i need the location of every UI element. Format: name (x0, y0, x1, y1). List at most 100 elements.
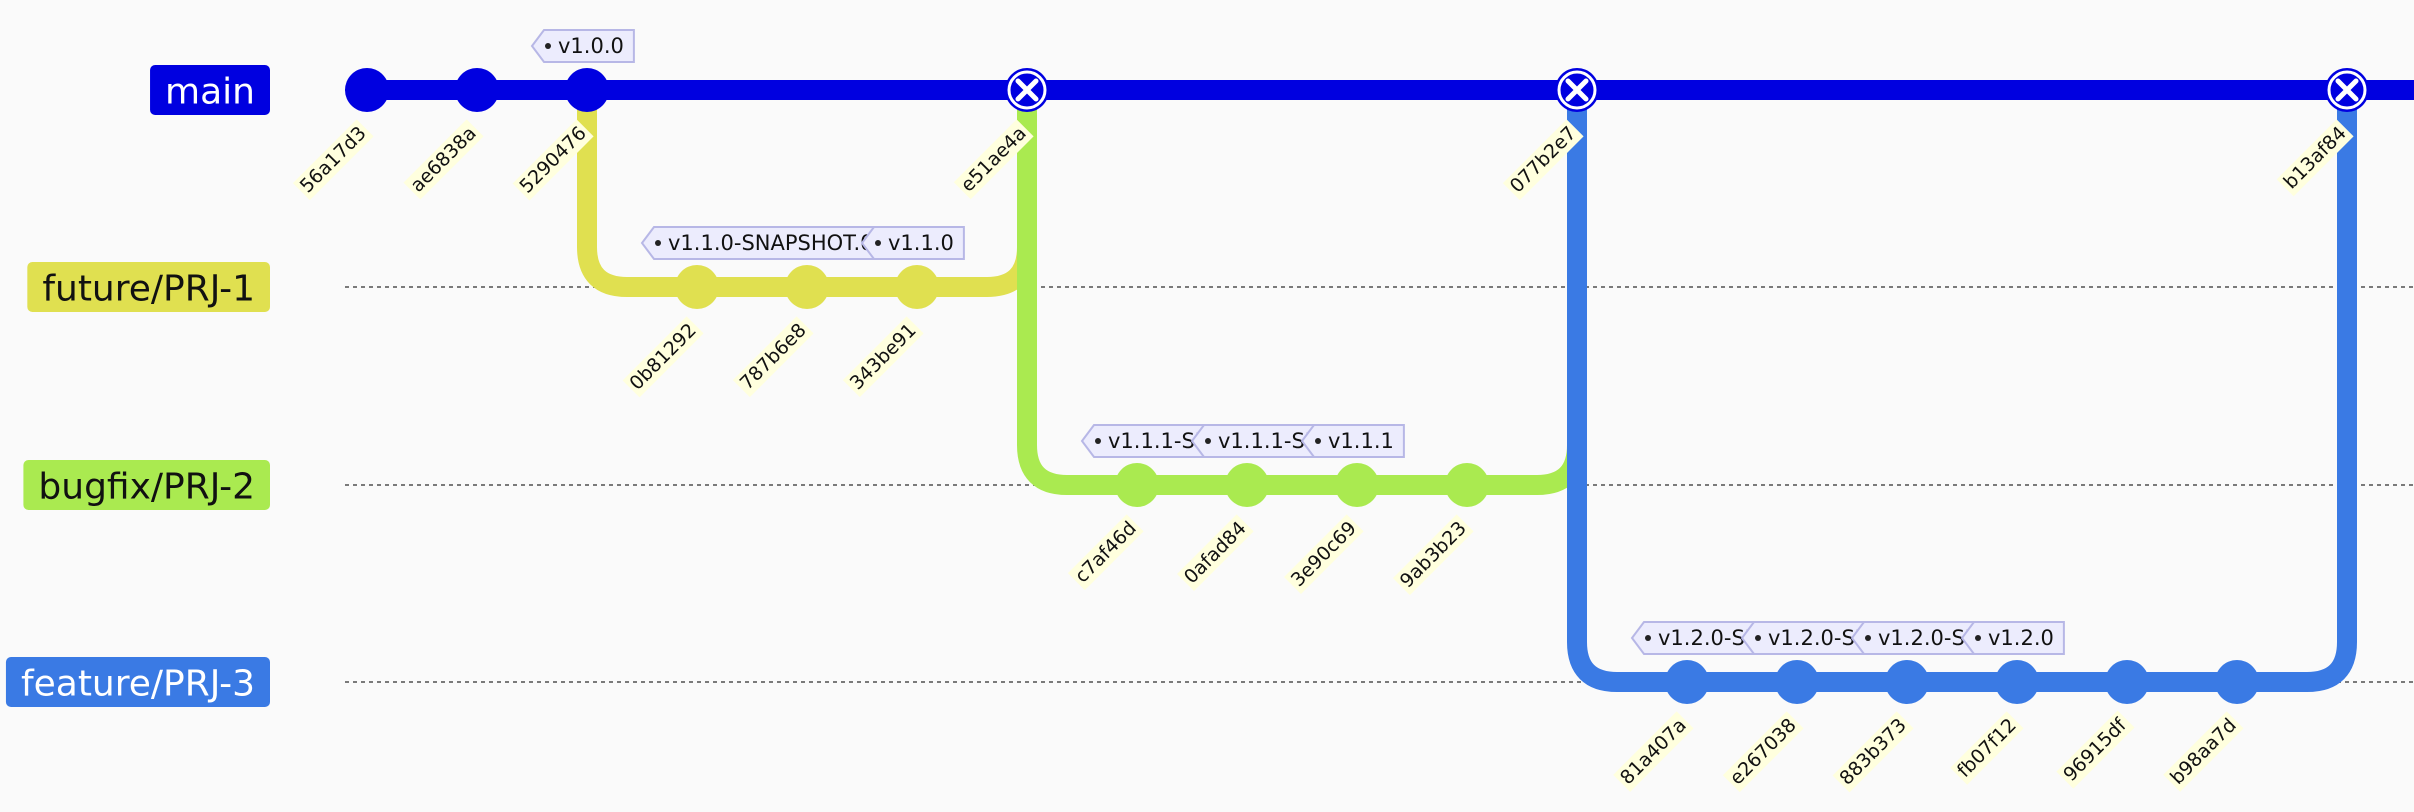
tag-5290476: v1.0.0 (530, 29, 635, 63)
tag-hole-icon (1755, 635, 1761, 641)
commit-id-text: 9ab3b23 (1396, 517, 1471, 592)
commit-9ab3b23[interactable] (1445, 463, 1489, 507)
commit-5290476[interactable] (565, 68, 609, 112)
commit-96915df[interactable] (2105, 660, 2149, 704)
commit-id-883b373: 883b373 (1832, 711, 1914, 793)
branch-label-text: future/PRJ-1 (42, 269, 255, 310)
commit-id-bg (1613, 711, 1694, 792)
merge-ring (1557, 70, 1597, 110)
commit-id-bg (1950, 711, 2024, 785)
branch-label-text: bugfix/PRJ-2 (38, 467, 255, 508)
commit-dot (1995, 660, 2039, 704)
commit-id-787b6e8: 787b6e8 (732, 316, 814, 398)
commit-id-text: ae6838a (406, 122, 480, 196)
commit-dot (1335, 463, 1379, 507)
commit-56a17d3[interactable] (345, 68, 389, 112)
commit-dot (345, 68, 389, 112)
commit-3e90c69[interactable] (1335, 463, 1379, 507)
commit-787b6e8[interactable] (785, 265, 829, 309)
commit-id-c7af46d: c7af46d (1067, 514, 1144, 591)
merge-x-icon (1565, 78, 1589, 102)
commit-id-text: fb07f12 (1953, 714, 2021, 782)
commit-id-bg (1067, 514, 1144, 591)
branch-label-bg (23, 460, 270, 510)
tag-text: v1.1.0-SNAPSHOT.0 (668, 231, 874, 255)
commit-id-9ab3b23: 9ab3b23 (1392, 514, 1474, 596)
branch-edge-5290476-0b81292 (577, 90, 697, 297)
branch-label-bg (27, 262, 270, 312)
branch-label-prj2[interactable]: bugfix/PRJ-2 (23, 460, 270, 510)
tag-shape (530, 29, 635, 63)
commit-e267038[interactable] (1775, 660, 1819, 704)
commit-0b81292[interactable] (675, 265, 719, 309)
commit-id-fb07f12: fb07f12 (1950, 711, 2024, 785)
commit-id-96915df: 96915df (2056, 710, 2135, 789)
commits (345, 68, 2369, 704)
merge-x-icon (1015, 78, 1039, 102)
commit-dot (2105, 660, 2149, 704)
commit-ae6838a[interactable] (455, 68, 499, 112)
commit-id-56a17d3: 56a17d3 (292, 119, 374, 201)
branch-label-prj1[interactable]: future/PRJ-1 (27, 262, 270, 312)
commit-883b373[interactable] (1885, 660, 1929, 704)
commit-dot (455, 68, 499, 112)
commit-id-bg (1177, 514, 1254, 591)
commit-id-bg (1502, 119, 1584, 201)
tag-shape (860, 226, 965, 260)
branch-label-bg (150, 65, 270, 115)
tag-hole-icon (1645, 635, 1651, 641)
commit-dot (1775, 660, 1819, 704)
branch-label-text: feature/PRJ-3 (21, 664, 255, 705)
branch-edge-e51ae4a-c7af46d (1017, 90, 1137, 495)
tag-0b81292: v1.1.0-SNAPSHOT.0 (640, 226, 885, 260)
commit-id-3e90c69: 3e90c69 (1284, 514, 1364, 594)
commit-id-81a407a: 81a407a (1613, 711, 1694, 792)
commit-id-text: 787b6e8 (736, 319, 811, 394)
branch-edges (367, 80, 2414, 692)
tag-hole-icon (1865, 635, 1871, 641)
branch-label-prj3[interactable]: feature/PRJ-3 (5, 657, 270, 707)
commit-c7af46d[interactable] (1115, 463, 1159, 507)
tag-text: v1.0.0 (558, 34, 624, 58)
commit-dot (1225, 463, 1269, 507)
tag-text: v1.1.1 (1328, 429, 1394, 453)
commit-0afad84[interactable] (1225, 463, 1269, 507)
commit-id-bg (1722, 711, 1804, 793)
tag-hole-icon (1975, 635, 1981, 641)
commit-id-b98aa7d: b98aa7d (2163, 711, 2244, 792)
commit-b13af84[interactable] (2325, 68, 2369, 112)
merge-x-icon (2335, 78, 2359, 102)
commit-b98aa7d[interactable] (2215, 660, 2259, 704)
tag-hole-icon (875, 240, 881, 246)
commit-id-bg (732, 316, 814, 398)
tag-hole-icon (1205, 438, 1211, 444)
commit-077b2e7[interactable] (1555, 68, 1599, 112)
commit-id-bg (1284, 514, 1364, 594)
commit-81a407a[interactable] (1665, 660, 1709, 704)
tag-shape (1300, 424, 1405, 458)
branch-edge-b98aa7d-b13af84 (2237, 90, 2357, 692)
commit-e51ae4a[interactable] (1005, 68, 1049, 112)
commit-id-bg (403, 119, 484, 200)
tag-shape (1960, 621, 2065, 655)
commit-id-text: 96915df (2059, 713, 2131, 785)
commit-id-bg (842, 316, 924, 398)
commit-id-bg (292, 119, 374, 201)
commit-id-bg (953, 119, 1034, 200)
commit-id-bg (1392, 514, 1474, 596)
commit-id-bg (622, 316, 704, 398)
commit-id-bg (2276, 119, 2354, 197)
branch-label-main[interactable]: main (150, 65, 270, 115)
commit-id-bg (512, 119, 594, 201)
commit-dot (895, 265, 939, 309)
commit-343be91[interactable] (895, 265, 939, 309)
merge-ring (1007, 70, 1047, 110)
commit-fb07f12[interactable] (1995, 660, 2039, 704)
tag-text: v1.2.0 (1988, 626, 2054, 650)
tag-hole-icon (1315, 438, 1321, 444)
tag-hole-icon (1095, 438, 1101, 444)
commit-id-text: e267038 (1726, 714, 1801, 789)
commit-dot (565, 68, 609, 112)
